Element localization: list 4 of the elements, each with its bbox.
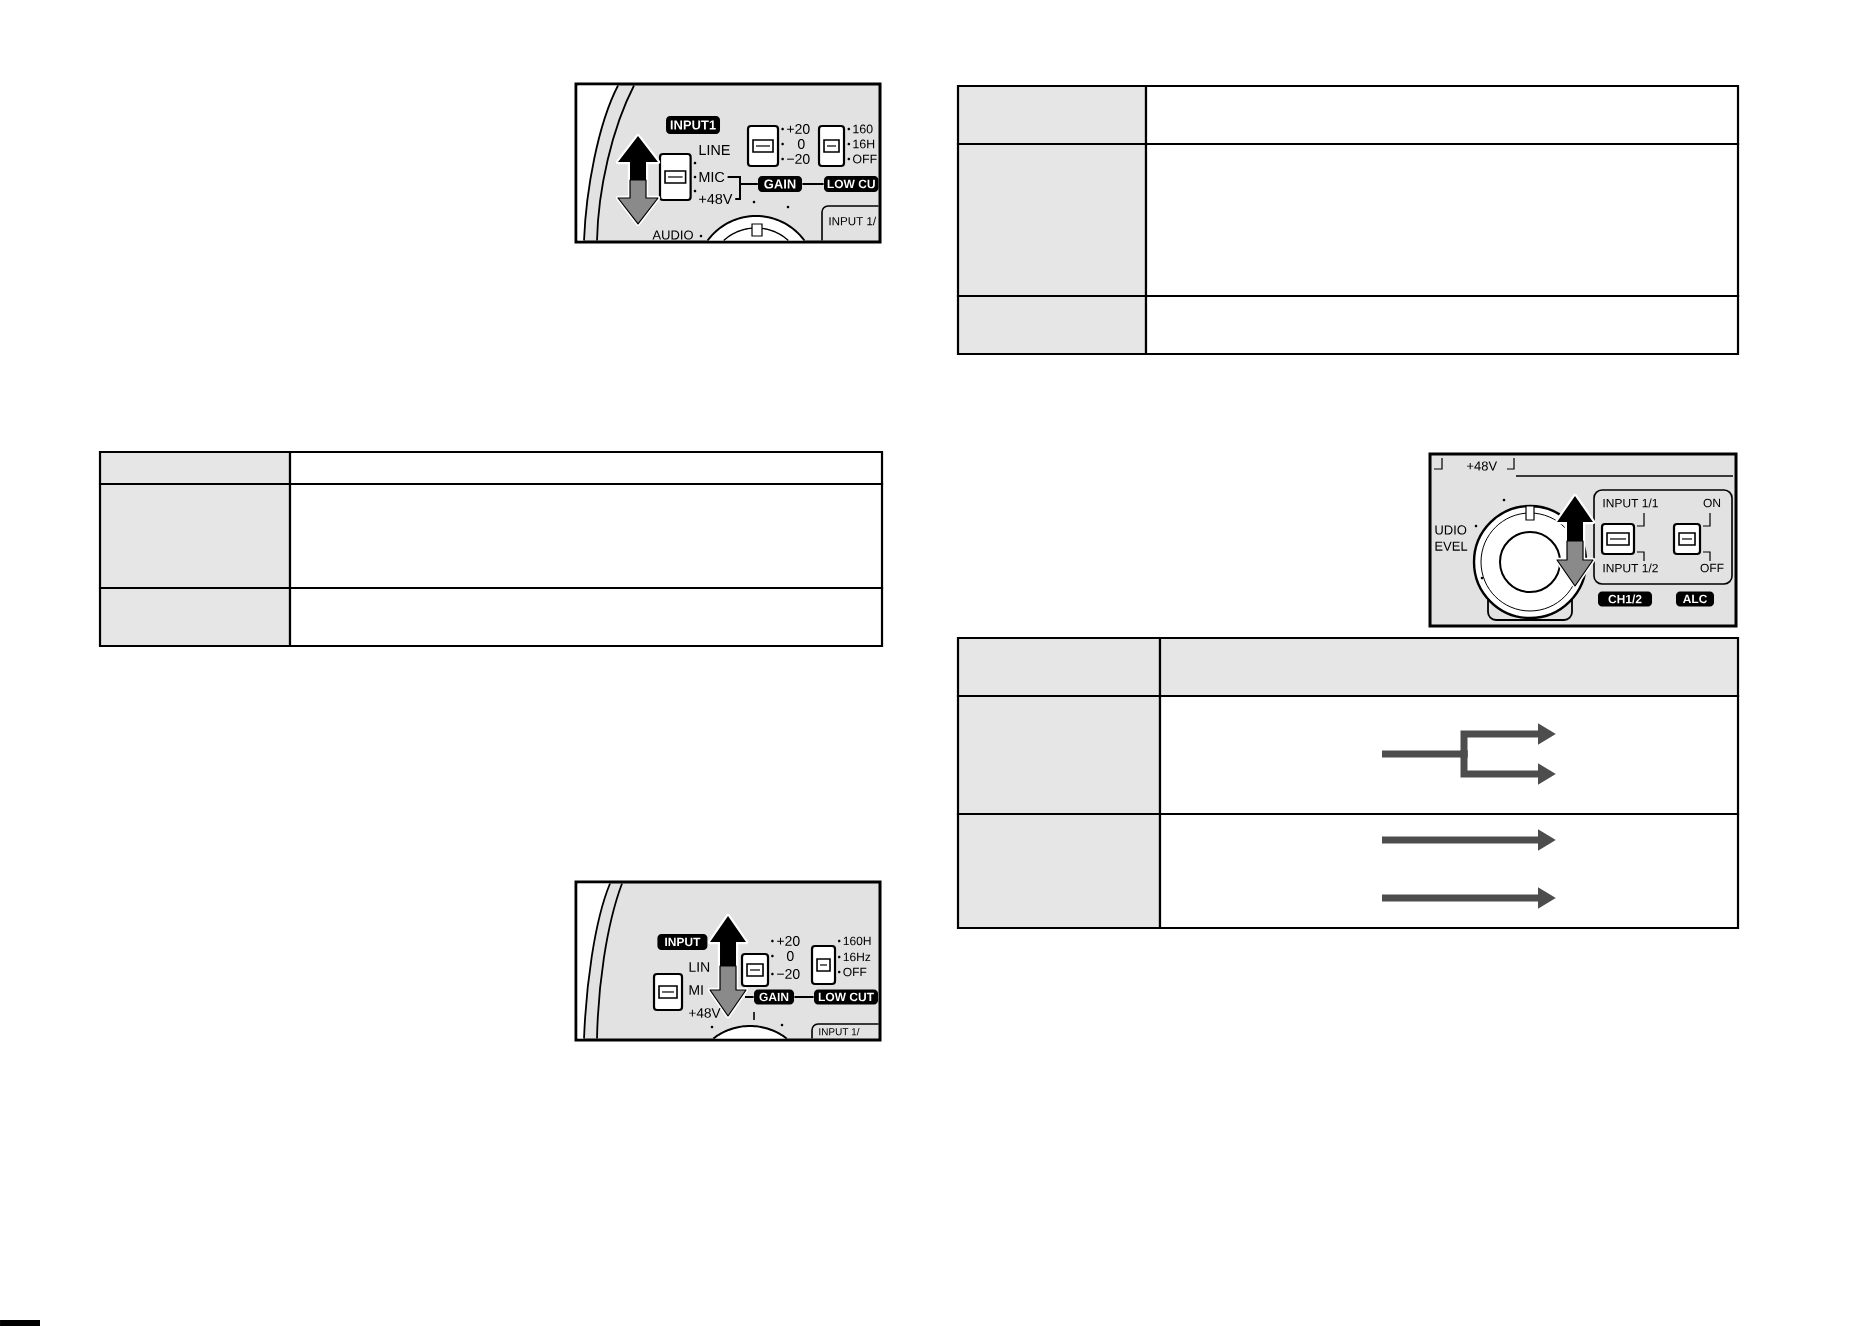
connector-line <box>801 183 825 185</box>
connector-line <box>793 996 815 998</box>
connector-line <box>734 183 759 200</box>
connector-line <box>744 996 755 998</box>
